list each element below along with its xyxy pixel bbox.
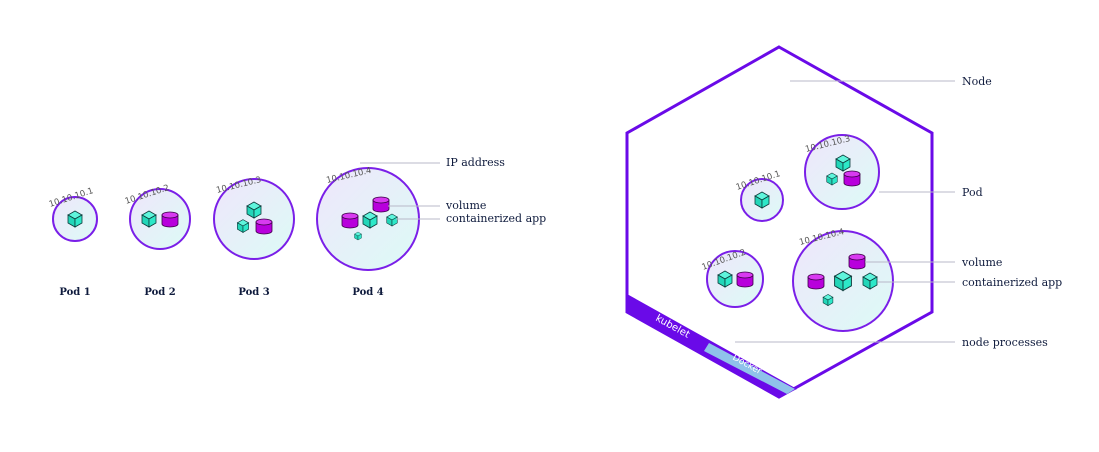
containerized-app-label: containerized app	[962, 276, 1062, 289]
node-label: Node	[962, 75, 992, 88]
pod-1: 10.10.10.1 Pod 1	[48, 186, 98, 298]
node-pod-4: 10.10.10.4	[792, 227, 894, 332]
volume-label: volume	[961, 256, 1002, 269]
node-hexagon: kubelet Docker	[625, 45, 934, 399]
volume-icon	[372, 196, 390, 213]
pod-label: Pod 2	[144, 287, 175, 298]
pod-3: 10.10.10.3 Pod 3	[213, 175, 295, 298]
volume-label: volume	[445, 199, 486, 212]
pod-2: 10.10.10.2 Pod 2	[124, 183, 191, 298]
node-pod-2: 10.10.10.2	[701, 248, 764, 308]
container-icon	[67, 210, 83, 228]
node-pod-3: 10.10.10.3	[804, 134, 880, 210]
container-icon	[141, 210, 157, 228]
pod-label: Pod 4	[352, 287, 383, 298]
volume-icon	[255, 218, 273, 235]
container-icon	[246, 201, 262, 219]
container-icon	[237, 219, 249, 233]
volume-icon	[341, 212, 359, 229]
docker-band	[704, 343, 795, 394]
containerized-app-label: containerized app	[446, 212, 546, 225]
pod-label: Pod 1	[59, 287, 90, 298]
container-icon	[354, 231, 362, 241]
pod-4: 10.10.10.4 Pod 4	[316, 166, 420, 298]
volume-icon	[161, 211, 179, 228]
node-processes-label: node processes	[962, 336, 1048, 349]
pod-label: Pod 3	[238, 287, 269, 298]
container-icon	[362, 211, 378, 229]
container-icon	[386, 213, 398, 227]
pod-label: Pod	[962, 186, 983, 199]
ip-address-label: IP address	[446, 156, 505, 169]
